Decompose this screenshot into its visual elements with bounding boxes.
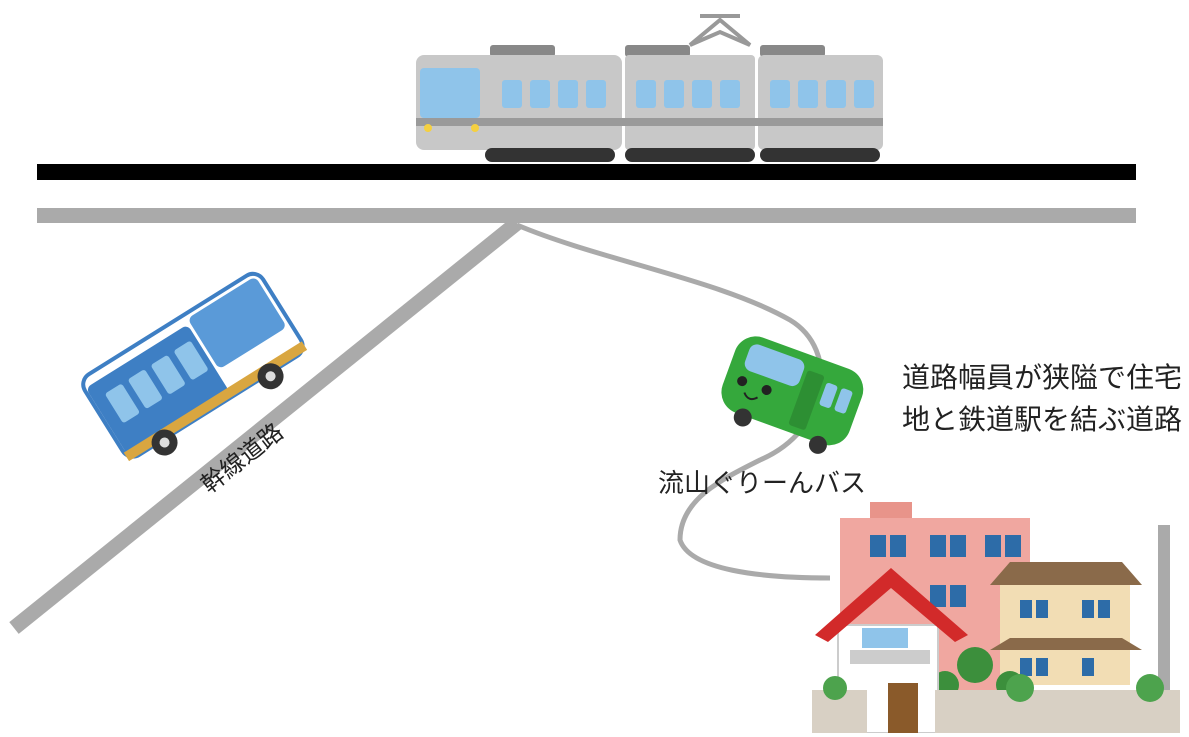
narrow-road-path	[516, 222, 831, 581]
city-bus-illustration	[81, 271, 308, 462]
train-illustration	[416, 14, 883, 162]
residential-area-illustration	[812, 502, 1180, 734]
narrow-road-description-line2: 地と鉄道駅を結ぶ道路	[902, 403, 1183, 436]
community-bus-label: 流山ぐりーんバス	[658, 469, 867, 499]
main-road	[37, 208, 1136, 223]
green-bus-illustration	[721, 336, 864, 454]
narrow-road-description: 道路幅員が狭隘で住宅 地と鉄道駅を結ぶ道路	[902, 357, 1182, 441]
narrow-road-description-line1: 道路幅員が狭隘で住宅	[902, 361, 1183, 394]
railway-track	[37, 164, 1136, 180]
arterial-road-line	[9, 217, 522, 634]
